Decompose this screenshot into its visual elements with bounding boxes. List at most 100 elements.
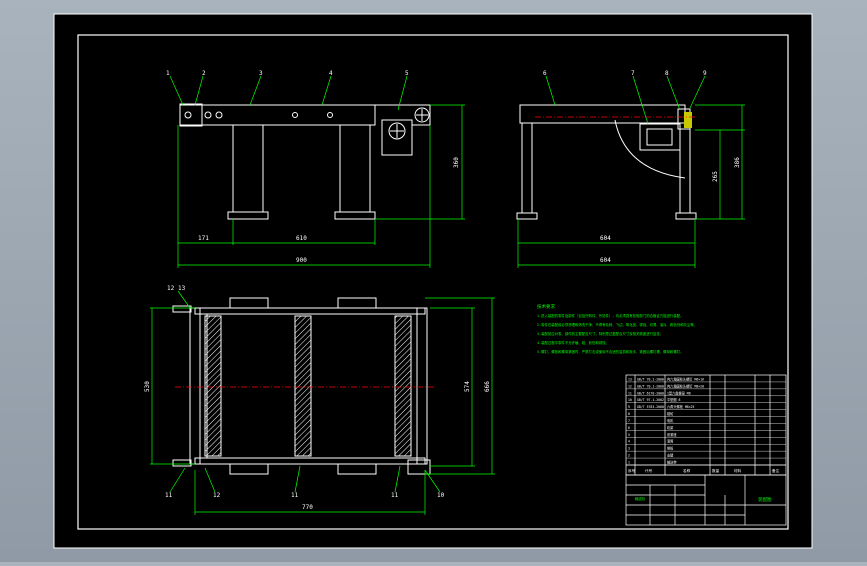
balloon-label: 9 [703,70,707,77]
side-dimensions [517,75,745,268]
side-motor-fill [684,112,692,128]
front-foot-left [227,211,269,220]
front-dim-values: 171 610 900 360 [198,157,460,264]
front-dimensions [169,75,465,268]
balloon-label: 4 [329,70,333,77]
parts-cell: 支腿 [667,453,674,458]
title-block-text: 装配图 输送机 [635,496,772,503]
parts-cell: 13 [628,377,632,381]
balloon-label: 2 [202,70,206,77]
parts-cell: 侧板 [667,446,674,451]
top-side-tube-right [416,307,428,465]
parts-header-cell: 备注 [772,468,780,473]
side-motor [639,123,681,151]
tech-note-line: 3.装配前应对零、部件的主要配合尺寸，特别是过盈配合尺寸及相关精度进行复查。 [537,331,663,336]
front-view [179,103,431,220]
parts-cell: GB/T 70.1-2000 [637,377,664,381]
dim-value: 171 [198,235,209,242]
balloon-label: 11 [165,492,173,499]
side-foot-right [675,212,697,220]
top-dimensions [150,290,495,515]
parts-cell: 2 [628,454,630,458]
parts-header: 序号 代号 名称 数量 材料 备注 [628,468,780,473]
parts-cell: 内六角圆柱头螺钉 M8×20 [667,383,704,388]
drawing-name: 装配图 [758,496,772,503]
parts-cell: 内六角圆柱头螺钉 M6×16 [667,376,704,381]
balloon-label: 12 [213,492,221,499]
parts-header-cell: 名称 [683,468,691,473]
front-motor-box [381,119,413,156]
side-chain-arc [614,119,686,179]
sheet-frame [77,34,789,530]
dim-value: 360 [453,157,460,168]
company-name: 输送机 [635,496,646,501]
front-balloon-labels: 1 2 3 4 5 [166,70,409,77]
front-drive-plate [375,104,431,126]
top-foot [337,463,377,475]
parts-cell: 4 [628,440,630,444]
dim-value: 770 [302,504,313,511]
front-sprocket [388,122,406,140]
parts-header-cell: 代号 [645,468,653,473]
top-foot [337,297,377,309]
side-motor-inner [646,128,673,146]
parts-header-cell: 序号 [628,468,636,473]
parts-cell: 平垫圈 8 [667,397,680,402]
dim-value: 900 [296,257,307,264]
balloon-label: 1 [166,70,170,77]
top-roller-hatched [294,315,312,457]
parts-header-cell: 数量 [712,468,720,473]
parts-cell: 11 [628,391,632,395]
balloon-label: 3 [259,70,263,77]
tech-note-line: 5.螺钉、螺栓和螺母紧固时，严禁打击或使用不合适的旋具和扳手，紧固后螺钉槽、螺母… [537,349,684,354]
dim-value: 610 [296,235,307,242]
front-hole [292,112,298,118]
parts-cell: GB/T 70.1-2000 [637,384,664,388]
top-roller-hatched [394,315,412,457]
front-roller-cross [416,109,428,121]
tech-note-line: 1.进入装配的零件及部件（包括外购件、外协件），均必须具有检验部门的合格证方能进… [537,313,684,318]
side-balloon-labels: 6 7 8 9 [543,70,707,77]
dim-value: 265 [712,171,719,182]
top-dim-values: 770 530 574 666 [144,381,491,511]
parts-cell: 5 [628,433,630,437]
front-hole [327,112,333,118]
balloon-label: 12 [167,285,175,292]
parts-cell: 六角头螺栓 M8×25 [667,404,695,409]
front-left-end-block [179,103,203,127]
dim-value: 666 [484,381,491,392]
front-roller [414,107,430,123]
front-hole [204,111,212,119]
side-view [516,104,697,220]
top-end-plate [172,305,192,313]
side-foot-left [516,212,538,220]
dim-value: 530 [144,381,151,392]
top-end-plate [407,459,431,475]
parts-cell: 7 [628,419,630,423]
tech-notes-title: 技术要求 [537,303,555,310]
balloon-label: 11 [291,492,299,499]
balloon-label: 5 [405,70,409,77]
parts-header-cell: 材料 [734,468,742,473]
parts-cell: 12 [628,384,632,388]
tech-note-line: 4.装配过程中零件不允许磕、碰、划伤和锈蚀。 [537,340,609,345]
parts-cell: 6 [628,426,630,430]
sheet-background [54,14,812,548]
top-foot [229,297,269,309]
top-roller-hatched [204,315,222,457]
parts-cell: 输送带 [667,460,677,465]
parts-cell: 机架 [667,425,674,430]
side-dim-values: 604 604 265 386 [600,157,741,264]
parts-cell: GB/T 97.1-2002 [637,398,664,402]
dim-value: 604 [600,257,611,264]
parts-cell: 电机 [667,418,674,423]
parts-cell: 滚筒 [667,439,673,444]
parts-cell: GB/T 6170-2000 [637,391,664,395]
balloon-label: 6 [543,70,547,77]
tech-notes: 技术要求 1.进入装配的零件及部件（包括外购件、外协件），均必须具有检验部门的合… [537,303,697,354]
top-balloon-labels: 12 13 11 12 11 11 10 [165,285,445,499]
top-foot [229,463,269,475]
